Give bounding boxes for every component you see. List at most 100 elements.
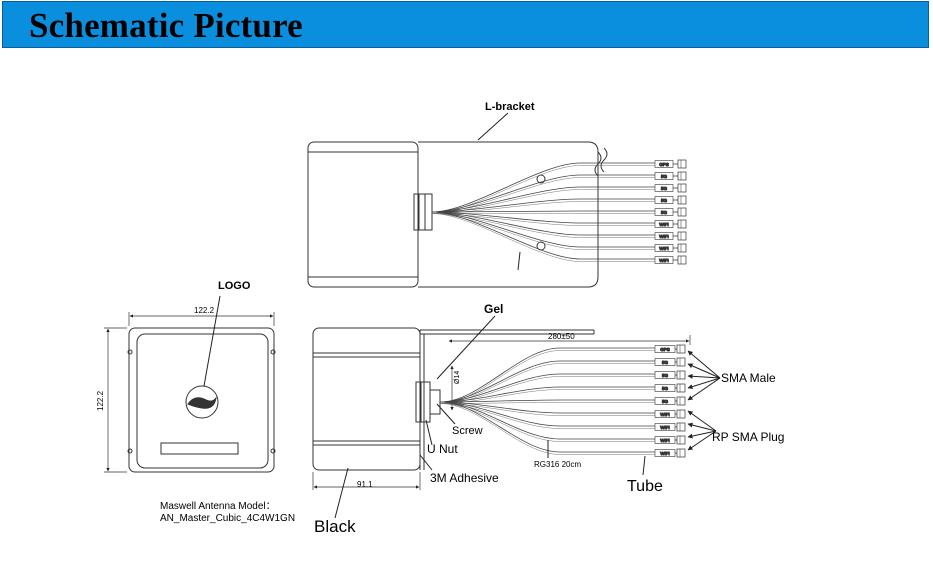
cable [431, 186, 655, 213]
sma-connector [676, 448, 686, 458]
cable [439, 347, 655, 403]
sma-connector [677, 195, 687, 205]
rp-sma-plug-label: RP SMA Plug [712, 430, 784, 444]
sma-connector [676, 435, 686, 445]
adhesive-label: 3M Adhesive [430, 471, 499, 485]
sma-connector [677, 159, 687, 169]
logo-icon [187, 396, 217, 409]
sma-connector [676, 422, 686, 432]
connector-tag [654, 232, 674, 240]
model-label-line2: AN_Master_Cubic_4C4W1GN [160, 513, 295, 524]
top-cables [431, 162, 678, 262]
gland-dimension: Ø14 [454, 371, 461, 384]
cable [439, 373, 655, 403]
front-outer-frame [128, 327, 275, 473]
cable-shield [431, 213, 655, 262]
cable [431, 211, 655, 260]
front-height-dimension: 122.2 [96, 390, 105, 411]
sma-connector [676, 370, 686, 380]
l-bracket-label: L-bracket [485, 101, 535, 113]
cable [439, 401, 655, 440]
connector-tag [654, 256, 674, 264]
tube-label: Tube [627, 478, 663, 495]
sma-connector [676, 409, 686, 419]
title-banner: Schematic Picture [2, 1, 929, 48]
sma-connector [676, 383, 686, 393]
connector-tag [654, 436, 676, 444]
connector-label: 5G [662, 373, 669, 378]
cable-type-label: RG316 20cm [534, 460, 581, 469]
cable [439, 401, 655, 453]
connector-label: GPS [660, 347, 670, 352]
u-nut-label: U Nut [427, 442, 458, 456]
cable [431, 211, 655, 224]
connector-tag [654, 244, 674, 252]
cable-shield [431, 213, 655, 250]
connector-tag [654, 160, 674, 168]
cable [439, 386, 655, 403]
connector-label: 5G [662, 386, 669, 391]
cable [439, 360, 655, 403]
black-label: Black [314, 517, 356, 536]
connector-tag [654, 397, 676, 405]
sma-connector [676, 357, 686, 367]
connector-tag [654, 410, 676, 418]
sma-connector [677, 255, 687, 265]
connector-tag [654, 172, 674, 180]
cable-shield [439, 403, 655, 416]
logo-label: LOGO [218, 280, 251, 292]
connector-tag [654, 208, 674, 216]
top-cable-gland [413, 193, 433, 231]
sma-connector [677, 183, 687, 193]
connector-label: WIFI [660, 451, 670, 456]
gel-label: Gel [484, 302, 503, 316]
cable [431, 211, 655, 248]
connector-label: WIFI [660, 412, 670, 417]
sma-connector [677, 231, 687, 241]
connector-label: WIFI [659, 258, 669, 263]
connector-label: 5G [661, 186, 668, 191]
cable [439, 401, 655, 427]
screw-label: Screw [452, 425, 483, 437]
connector-label: WIFI [660, 438, 670, 443]
top-l-bracket [418, 141, 599, 288]
logo-circle [185, 385, 219, 419]
connector-label: 5G [661, 174, 668, 179]
top-antenna-body [307, 141, 419, 288]
cable-shield [431, 213, 655, 238]
side-width-dimension: 91.1 [357, 480, 373, 489]
sma-connector [677, 207, 687, 217]
connector-label: WIFI [659, 246, 669, 251]
cable [431, 198, 655, 213]
connector-tag [654, 196, 674, 204]
bracket-hole [536, 174, 546, 184]
cable-length-dimension: 280±50 [548, 332, 575, 341]
sma-male-label: SMA Male [721, 371, 776, 385]
page-title: Schematic Picture [29, 6, 303, 45]
side-antenna-body [312, 327, 421, 471]
cable-shield [439, 403, 655, 455]
connector-label: 5G [662, 399, 669, 404]
connector-tag [654, 384, 676, 392]
model-label-line1: Maswell Antenna Model： [160, 501, 276, 512]
cable [431, 174, 655, 213]
connector-tag [654, 220, 674, 228]
sma-connector [677, 171, 687, 181]
front-antenna-face [136, 333, 269, 469]
front-view [104, 295, 276, 473]
cable-shield [439, 350, 655, 404]
cable [431, 211, 655, 236]
model-label-plate [160, 442, 239, 455]
connector-tag [654, 449, 676, 457]
cable [439, 401, 655, 414]
side-cable-gland [415, 381, 431, 423]
cable [431, 210, 655, 213]
connector-tag [654, 358, 676, 366]
sma-connector [677, 243, 687, 253]
front-width-dimension: 122.2 [194, 306, 215, 315]
connector-label: 5G [661, 210, 668, 215]
